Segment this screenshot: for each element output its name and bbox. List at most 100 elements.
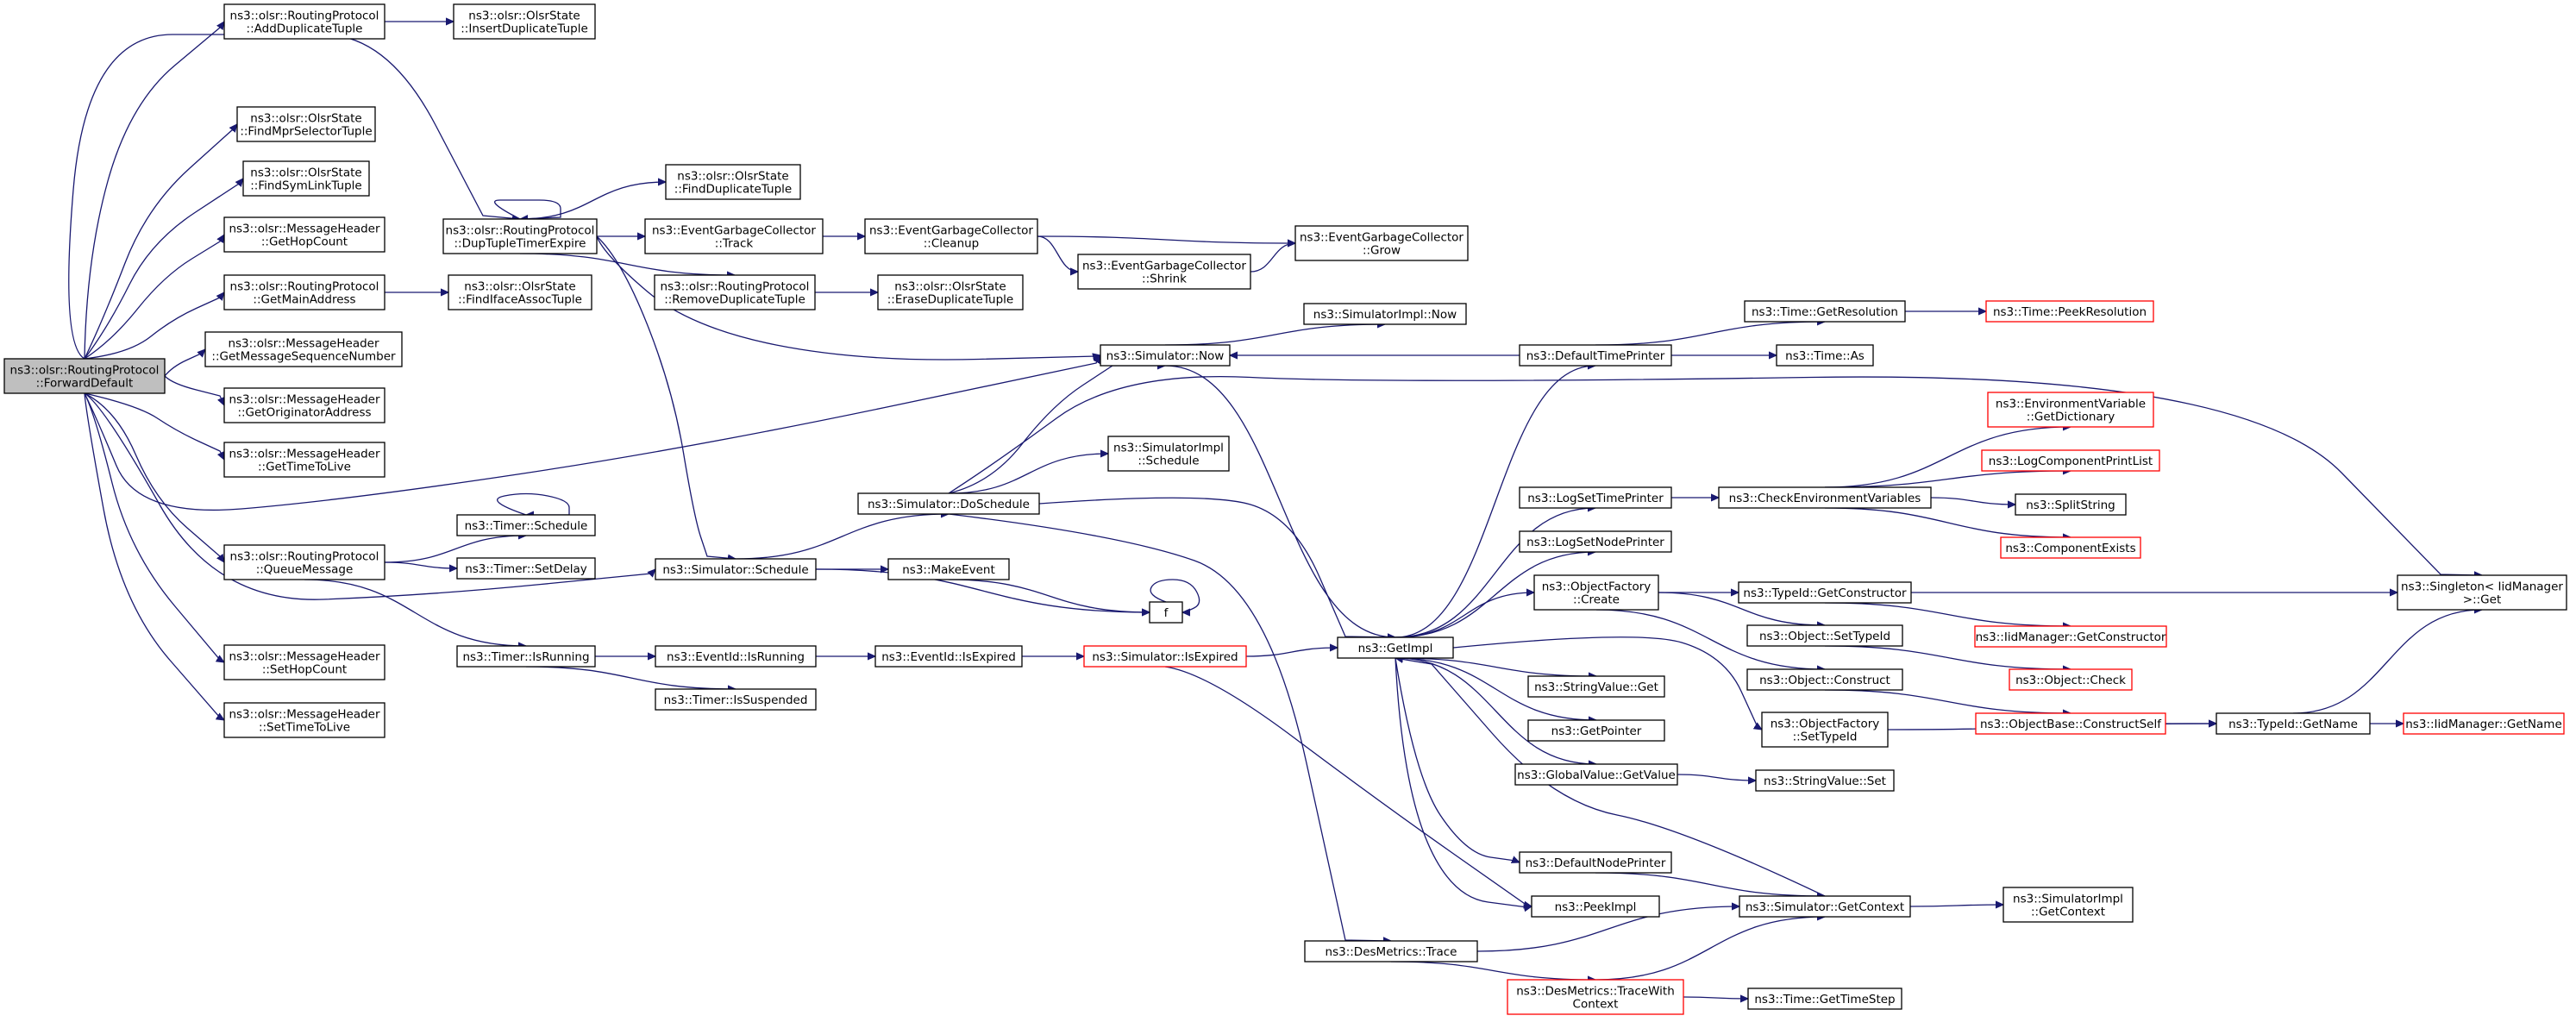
node-box	[874, 645, 1023, 668]
node-gv-get-value[interactable]: ns3::GlobalValue::GetValue	[1514, 763, 1678, 786]
node-label: ns3::DesMetrics::Trace	[1326, 945, 1457, 959]
call-edge-path	[815, 568, 1150, 612]
node-obj-check[interactable]: ns3::Object::Check	[2009, 668, 2133, 691]
node-box	[453, 3, 596, 40]
node-sim-get-ctx[interactable]: ns3::Simulator::GetContext	[1739, 895, 1911, 918]
node-def-time-printer[interactable]: ns3::DefaultTimePrinter	[1519, 344, 1672, 367]
node-singleton-get[interactable]: ns3::Singleton< IidManager >::Get	[2397, 574, 2567, 611]
node-time-get-res[interactable]: ns3::Time::GetResolution	[1744, 300, 1906, 323]
node-iid-get-name[interactable]: ns3::IidManager::GetName	[2403, 712, 2565, 735]
node-egc-cleanup[interactable]: ns3::EventGarbageCollector::Cleanup	[864, 218, 1038, 254]
node-log-set-time[interactable]: ns3::LogSetTimePrinter	[1519, 486, 1672, 509]
node-egc-grow[interactable]: ns3::EventGarbageCollector::Grow	[1294, 225, 1469, 261]
call-edge-path	[525, 666, 736, 689]
node-set-hop[interactable]: ns3::olsr::MessageHeader::SetHopCount	[223, 644, 385, 680]
node-label: ::Schedule	[1138, 455, 1199, 468]
node-queue-msg[interactable]: ns3::olsr::RoutingProtocol::QueueMessage	[223, 544, 385, 580]
node-label: ns3::MakeEvent	[902, 563, 995, 577]
node-root[interactable]: ns3::olsr::RoutingProtocol::ForwardDefau…	[3, 358, 166, 394]
node-label: ::GetOriginatorAddress	[237, 406, 371, 420]
call-edge-path	[519, 253, 735, 275]
node-type-id-get-ctor[interactable]: ns3::TypeId::GetConstructor	[1738, 581, 1912, 604]
call-edge	[948, 579, 1150, 612]
node-label: ns3::olsr::OlsrState	[468, 9, 580, 23]
node-sim-is-expired[interactable]: ns3::Simulator::IsExpired	[1083, 645, 1247, 668]
node-ins-dup[interactable]: ns3::olsr::OlsrState::InsertDuplicateTup…	[453, 3, 596, 40]
node-log-set-node[interactable]: ns3::LogSetNodePrinter	[1519, 530, 1672, 553]
node-timer-is-running[interactable]: ns3::Timer::IsRunning	[456, 645, 596, 668]
node-sim-impl-sched[interactable]: ns3::SimulatorImpl::Schedule	[1107, 436, 1230, 472]
node-ev-is-expired[interactable]: ns3::EventId::IsExpired	[874, 645, 1023, 668]
node-env-get-dict[interactable]: ns3::EnvironmentVariable::GetDictionary	[1987, 392, 2154, 428]
node-def-node-printer[interactable]: ns3::DefaultNodePrinter	[1519, 851, 1672, 874]
node-label: ::FindIfaceAssocTuple	[458, 293, 582, 307]
node-time-peek-res[interactable]: ns3::Time::PeekResolution	[1985, 300, 2154, 323]
node-timer-set-delay[interactable]: ns3::Timer::SetDelay	[456, 557, 596, 580]
call-edge	[84, 392, 224, 562]
call-edge	[84, 179, 243, 360]
node-des-trace[interactable]: ns3::DesMetrics::Trace	[1304, 940, 1478, 962]
node-obj-set-type-id[interactable]: ns3::Object::SetTypeId	[1746, 624, 1903, 647]
node-timer-is-susp[interactable]: ns3::Timer::IsSuspended	[655, 688, 817, 711]
node-label: ns3::GetImpl	[1358, 642, 1433, 655]
node-type-id-get-name[interactable]: ns3::TypeId::GetName	[2216, 712, 2371, 735]
node-label: ns3::LogComponentPrintList	[1989, 455, 2153, 468]
node-sim-impl-now[interactable]: ns3::SimulatorImpl::Now	[1303, 303, 1467, 325]
node-obj-construct[interactable]: ns3::Object::Construct	[1746, 668, 1903, 691]
node-box	[1519, 851, 1672, 874]
node-time-get-step[interactable]: ns3::Time::GetTimeStep	[1747, 988, 1902, 1010]
node-find-mpr[interactable]: ns3::olsr::OlsrState::FindMprSelectorTup…	[236, 106, 376, 142]
call-edge-path	[84, 392, 224, 662]
node-label: ns3::EventGarbageCollector	[1300, 231, 1463, 245]
node-log-comp-print[interactable]: ns3::LogComponentPrintList	[1981, 449, 2160, 472]
node-sim-schedule[interactable]: ns3::Simulator::Schedule	[655, 558, 817, 580]
call-edge	[1595, 322, 1825, 346]
node-dup-timer[interactable]: ns3::olsr::RoutingProtocol::DupTupleTime…	[442, 218, 598, 254]
node-get-main[interactable]: ns3::olsr::RoutingProtocol::GetMainAddre…	[223, 274, 385, 310]
node-f[interactable]: f	[1149, 601, 1183, 624]
call-edge-path	[735, 514, 949, 560]
node-box	[1531, 895, 1660, 918]
node-box	[1985, 300, 2154, 323]
node-label: ns3::Simulator::IsExpired	[1092, 650, 1238, 664]
node-check-env[interactable]: ns3::CheckEnvironmentVariables	[1718, 486, 1932, 509]
node-str-val-set[interactable]: ns3::StringValue::Set	[1755, 769, 1895, 792]
node-get-seq[interactable]: ns3::olsr::MessageHeader::GetMessageSequ…	[204, 331, 403, 367]
node-find-dup[interactable]: ns3::olsr::OlsrState::FindDuplicateTuple	[665, 164, 801, 200]
node-ev-is-running[interactable]: ns3::EventId::IsRunning	[655, 645, 817, 668]
node-erase-dup[interactable]: ns3::olsr::OlsrState::EraseDuplicateTupl…	[877, 274, 1024, 310]
node-peek-impl[interactable]: ns3::PeekImpl	[1531, 895, 1660, 918]
node-get-hop[interactable]: ns3::olsr::MessageHeader::GetHopCount	[223, 216, 385, 253]
node-box	[223, 544, 385, 580]
call-edge	[948, 366, 1165, 494]
node-add-dup[interactable]: ns3::olsr::RoutingProtocol::AddDuplicate…	[223, 3, 385, 40]
node-get-orig[interactable]: ns3::olsr::MessageHeader::GetOriginatorA…	[223, 387, 385, 423]
node-egc-shrink[interactable]: ns3::EventGarbageCollector::Shrink	[1077, 254, 1251, 290]
node-make-event[interactable]: ns3::MakeEvent	[887, 558, 1010, 580]
call-edge	[68, 34, 520, 360]
node-split-string[interactable]: ns3::SplitString	[2015, 493, 2127, 516]
node-comp-exists[interactable]: ns3::ComponentExists	[2000, 536, 2141, 559]
node-timer-schedule[interactable]: ns3::Timer::Schedule	[456, 514, 596, 536]
node-obj-fact-create[interactable]: ns3::ObjectFactory::Create	[1533, 574, 1659, 611]
node-time-as[interactable]: ns3::Time::As	[1776, 344, 1874, 367]
node-box	[665, 164, 801, 200]
node-get-pointer[interactable]: ns3::GetPointer	[1527, 719, 1665, 742]
node-egc-track[interactable]: ns3::EventGarbageCollector::Track	[644, 218, 824, 254]
node-get-impl[interactable]: ns3::GetImpl	[1337, 636, 1454, 659]
node-label: ns3::StringValue::Get	[1534, 680, 1658, 694]
node-set-t-t-l[interactable]: ns3::olsr::MessageHeader::SetTimeToLive	[223, 702, 385, 738]
node-str-val-get[interactable]: ns3::StringValue::Get	[1527, 675, 1665, 698]
node-find-iface[interactable]: ns3::olsr::OlsrState::FindIfaceAssocTupl…	[448, 274, 592, 310]
node-obj-base-ctor[interactable]: ns3::ObjectBase::ConstructSelf	[1975, 712, 2166, 735]
node-label: ns3::olsr::MessageHeader	[229, 708, 380, 722]
node-find-sym[interactable]: ns3::olsr::OlsrState::FindSymLinkTuple	[242, 160, 370, 197]
node-iid-get-ctor[interactable]: ns3::IidManager::GetConstructor	[1974, 625, 2167, 648]
node-get-t-t-l[interactable]: ns3::olsr::MessageHeader::GetTimeToLive	[223, 442, 385, 478]
node-sim-now[interactable]: ns3::Simulator::Now	[1100, 344, 1231, 367]
node-do-schedule[interactable]: ns3::Simulator::DoSchedule	[857, 492, 1040, 515]
node-sim-impl-get-ctx[interactable]: ns3::SimulatorImpl::GetContext	[2003, 887, 2134, 923]
node-obj-fact-set-type-id[interactable]: ns3::ObjectFactory::SetTypeId	[1761, 712, 1889, 748]
node-rem-dup[interactable]: ns3::olsr::RoutingProtocol::RemoveDuplic…	[654, 274, 816, 310]
